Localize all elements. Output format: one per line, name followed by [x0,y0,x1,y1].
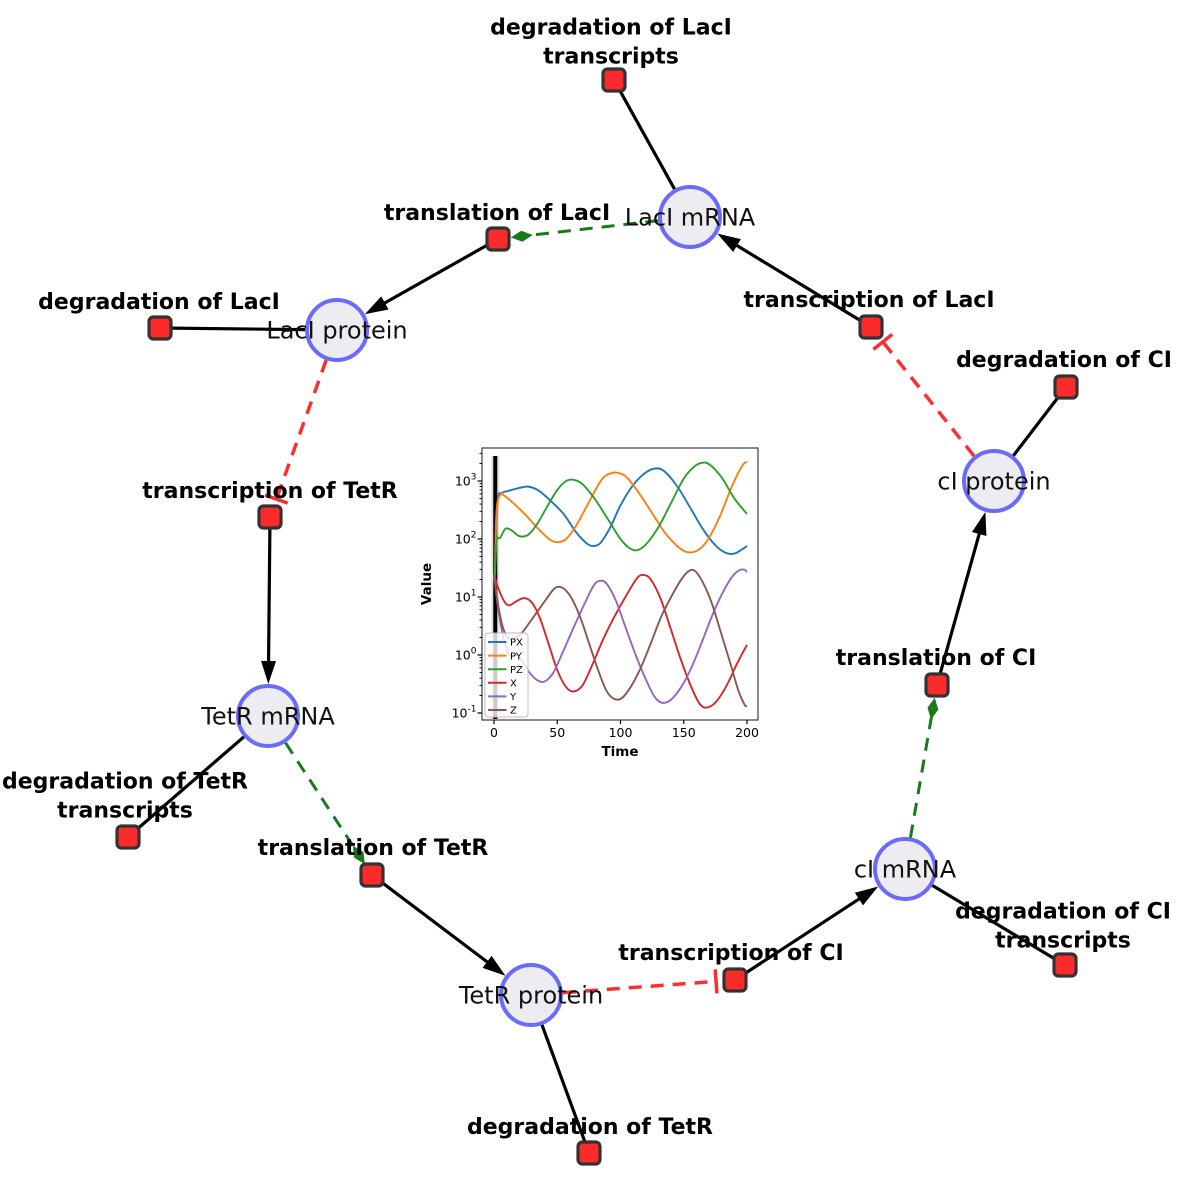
edge-tetr_mrna-transl_tetr-arrowhead [352,845,365,865]
species-node-tetr_protein [499,963,563,1027]
x-tick-label: 100 [609,725,633,740]
edge-transl_laci-laci_protein-arrowhead [364,296,389,315]
chart-series-PY [493,460,748,574]
species-node-tetr_mrna [236,684,300,748]
reaction-label-deg_laci_tx: degradation of LacI [490,16,732,41]
chart-legend: PX PY PZ XYZ [484,632,529,718]
reaction-node-transl_laci [485,226,511,252]
chart-series-PX [494,467,748,555]
edge-tx_ci-ci_mrna [734,894,865,982]
reaction-label-tx_laci: transcription of LacI [743,288,994,313]
x-axis-label: Time [601,744,638,760]
chart-series-Z [493,568,748,708]
reaction-label-deg_tetr: degradation of TetR [467,1115,713,1140]
y-tick-label: 100 [455,647,477,663]
reaction-label-deg_tetr_tx: transcripts [57,799,193,824]
edge-tx_laci-laci_mrna [731,241,872,329]
reaction-label-deg_ci_tx: degradation of CI [955,900,1171,925]
reaction-label-deg_laci: degradation of LacI [38,290,280,315]
reaction-label-transl_laci: translation of LacI [384,201,610,226]
legend-label-PZ: PZ [510,665,523,676]
labels-layer: degradation of LacI transcripts translatio… [2,16,1172,1141]
y-tick-label: 10-1 [452,705,477,721]
species-node-ci_mrna [873,837,937,901]
reaction-node-deg_ci [1053,374,1079,400]
edge-tetr_protein-tx_ci [562,979,717,995]
reaction-node-deg_tetr [576,1140,602,1166]
edge-transl_laci-laci_protein [379,237,499,307]
edge-transl_ci-ci_protein [935,528,983,686]
x-tick-label: 150 [672,725,696,740]
reaction-label-transl_tetr: translation of TetR [258,836,489,861]
edge-tx_ci-ci_mrna-arrowhead [854,886,879,906]
edge-ci_mrna-transl_ci [909,715,934,838]
legend-label-X: X [510,679,517,690]
edge-transl_tetr-tetr_protein [371,873,493,967]
reaction-node-transl_ci [924,672,950,698]
species-nodes-layer [236,185,1026,1027]
edge-ci_protein-tx_laci-tee [872,332,894,351]
legend-label-Z: Z [510,706,517,717]
y-axis-label: Value [419,563,435,605]
reaction-node-deg_ci_tx [1052,952,1078,978]
reaction-label-deg_ci: degradation of CI [956,348,1172,373]
species-node-ci_protein [962,449,1026,513]
reaction-node-transl_tetr [359,862,385,888]
x-tick-label: 0 [490,725,498,740]
edge-tx_tetr-tetr_mrna-arrowhead [261,660,277,685]
y-tick-label: 102 [455,531,477,547]
chart-series-PZ [493,461,748,583]
edge-tx_laci-laci_mrna-arrowhead [717,233,741,252]
reaction-node-deg_laci_tx [601,67,627,93]
species-label-ci_mrna: cI mRNA [854,856,957,884]
legend-label-PX: PX [510,638,523,649]
x-tick-label: 200 [735,725,759,740]
legend-label-Y: Y [509,692,517,703]
edge-laci_protein-tx_tetr-tee [264,493,289,505]
edge-transl_ci-ci_protein-arrowhead [971,511,987,536]
x-tick-label: 50 [549,725,565,740]
reaction-node-deg_tetr_tx [115,824,141,850]
species-node-laci_mrna [658,185,722,249]
species-label-tetr_protein: TetR protein [458,982,603,1010]
species-node-laci_protein [305,298,369,362]
species-label-laci_protein: LacI protein [266,317,407,345]
chart-series-X [493,573,748,709]
reaction-node-tx_laci [858,314,884,340]
species-label-laci_mrna: LacI mRNA [625,204,756,232]
edge-ci_protein-tx_laci [881,340,976,458]
reaction-label-tx_ci: transcription of CI [618,941,843,966]
reaction-node-tx_ci [722,967,748,993]
edge-laci_mrna-transl_laci-arrowhead [510,230,533,242]
y-tick-label: 101 [455,589,477,605]
edge-transl_tetr-tetr_protein-arrowhead [482,955,506,976]
edge-ci_mrna-transl_ci-arrowhead [927,697,939,720]
species-label-tetr_mrna: TetR mRNA [200,703,335,731]
reaction-nodes-layer [115,67,1079,1166]
reaction-label-deg_ci_tx: transcripts [995,929,1131,954]
species-label-ci_protein: cI protein [937,468,1050,496]
reaction-label-transl_ci: translation of CI [836,646,1037,671]
reaction-node-tx_tetr [257,504,283,530]
reaction-node-deg_laci [147,315,173,341]
edge-laci_protein-tx_tetr [274,359,328,500]
reaction-label-deg_laci_tx: transcripts [543,45,679,70]
y-tick-label: 103 [455,473,477,489]
edge-tx_tetr-tetr_mrna [266,516,272,667]
legend-label-PY: PY [510,651,523,662]
reaction-label-tx_tetr: transcription of TetR [142,479,398,504]
reaction-label-deg_tetr_tx: degradation of TetR [2,770,248,795]
edge-tetr_protein-tx_ci-tee [713,969,719,994]
edge-tetr_mrna-transl_tetr [284,741,357,850]
